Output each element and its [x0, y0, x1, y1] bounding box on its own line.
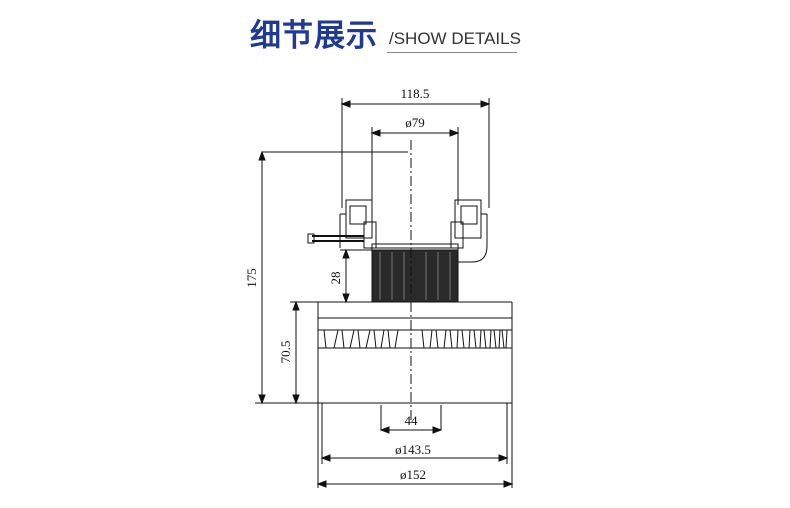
dimension-body-height: 70.5 — [278, 300, 320, 405]
section-title: 细节展示 — [250, 18, 378, 54]
dimension-top-width: 118.5 — [340, 86, 491, 208]
header-underline — [387, 52, 517, 53]
dimension-total-height: 175 — [244, 150, 408, 405]
commutator-plate — [371, 243, 459, 251]
dimension-label-top-width: 118.5 — [401, 86, 430, 101]
dimension-outer-diameter: ø152 — [316, 467, 514, 488]
dimension-outlet-width: 44 — [379, 405, 443, 434]
dimension-label-neck-height: 28 — [328, 272, 343, 285]
dimension-neck-height: 28 — [328, 248, 372, 304]
armature-coil — [371, 249, 459, 303]
dimension-inner-diameter: ø143.5 — [320, 403, 509, 464]
dimension-label-outlet-width: 44 — [405, 413, 419, 428]
dimension-label-inner-diameter: ø143.5 — [395, 442, 431, 457]
dimension-label-body-height: 70.5 — [278, 341, 293, 364]
lead-wires — [307, 233, 364, 244]
dimension-top-diameter: ø79 — [370, 115, 460, 205]
fan-housing — [317, 301, 513, 488]
dimension-label-outer-diameter: ø152 — [400, 467, 426, 482]
dimension-label-total-height: 175 — [244, 268, 259, 288]
section-subtitle: /SHOW DETAILS — [389, 29, 521, 48]
vent-fins — [323, 329, 508, 349]
dimension-label-top-diameter: ø79 — [405, 115, 425, 130]
